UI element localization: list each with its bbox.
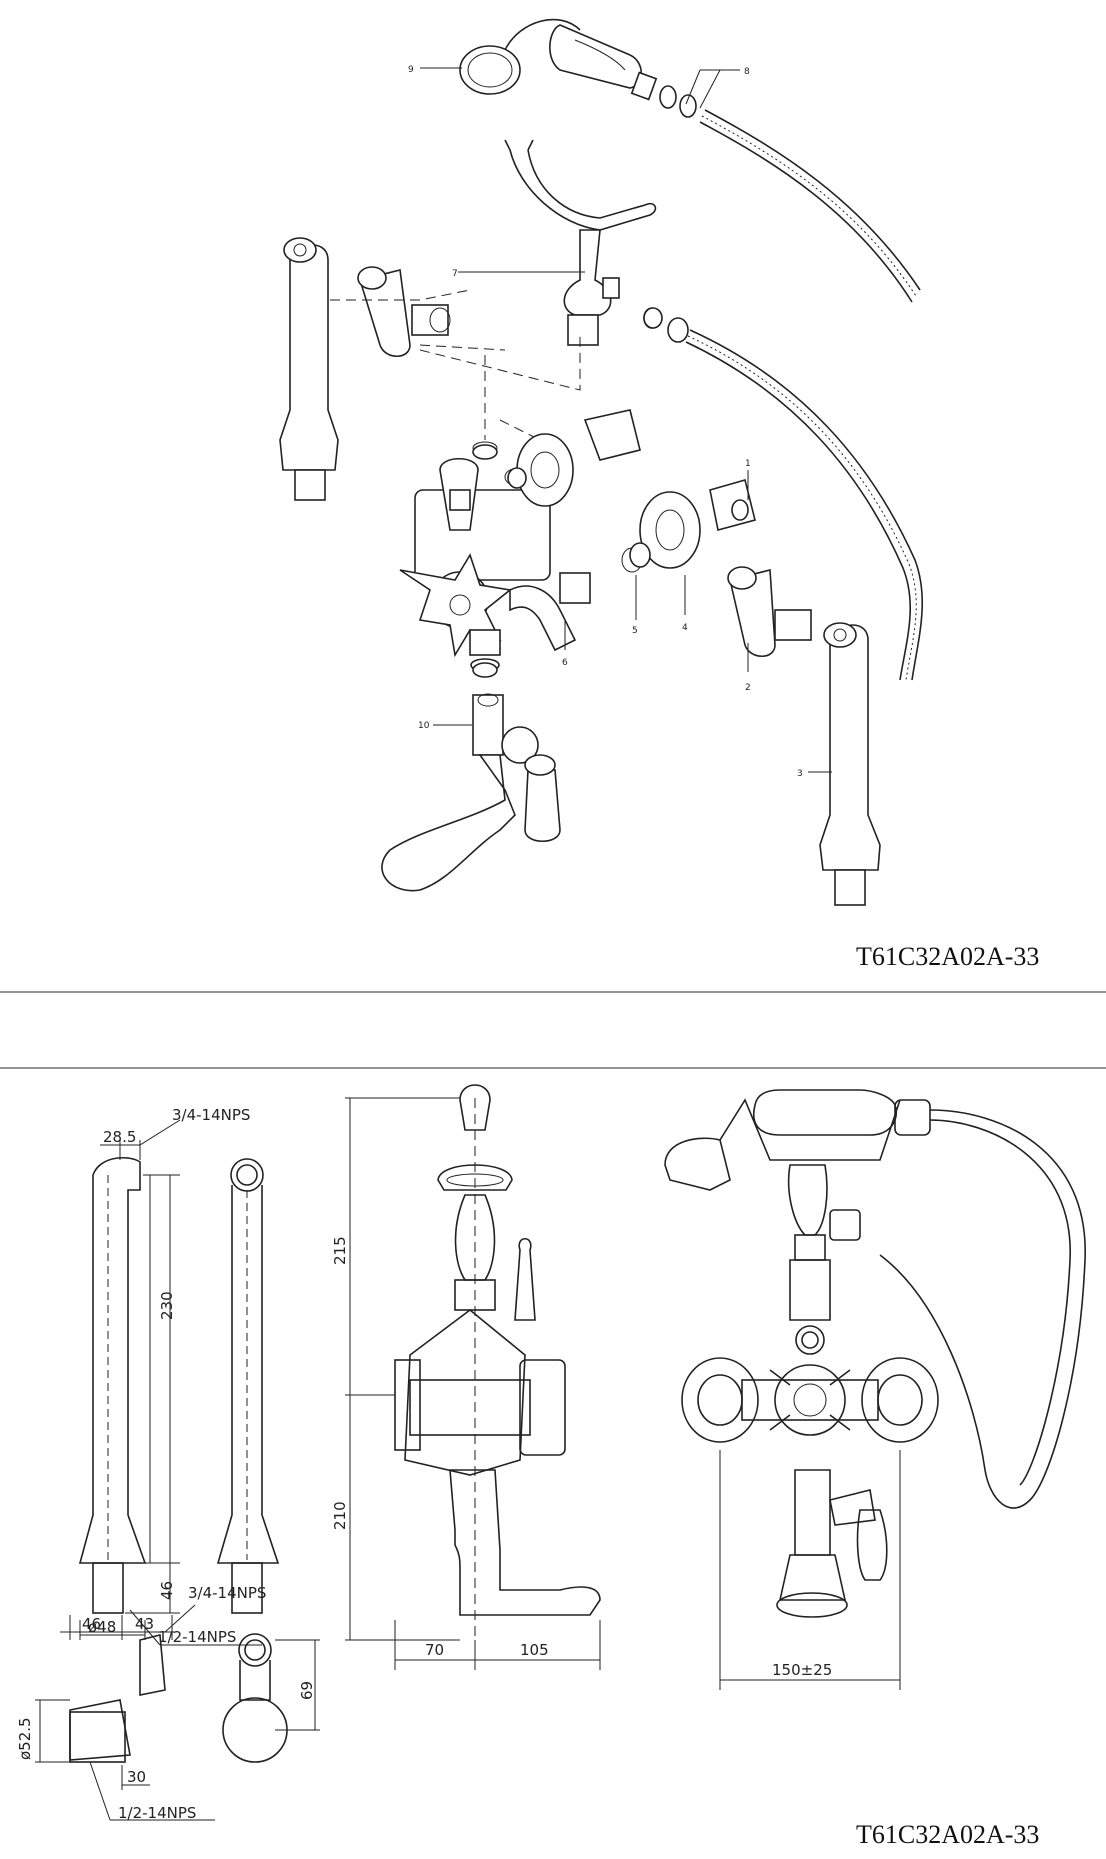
dim-210: 210 xyxy=(331,1501,349,1530)
callout-8: 8 xyxy=(744,67,750,77)
dim-28-5: 28.5 xyxy=(103,1128,136,1146)
dim-thread-top: 3/4-14NPS xyxy=(172,1106,250,1124)
callout-5: 5 xyxy=(632,626,638,636)
callout-1: 1 xyxy=(745,459,751,469)
dim-70: 70 xyxy=(425,1641,444,1659)
right-riser xyxy=(819,622,881,906)
hose-upper xyxy=(699,109,921,303)
dim-46: 46 xyxy=(158,1581,176,1600)
callout-10: 10 xyxy=(418,721,430,731)
left-riser xyxy=(279,237,339,501)
dim-elbow-30: 30 xyxy=(127,1768,146,1786)
left-elbow xyxy=(357,266,451,358)
dim-230: 230 xyxy=(158,1291,176,1320)
callout-6: 6 xyxy=(562,658,568,668)
callout-4: 4 xyxy=(682,623,688,633)
right-escutcheon xyxy=(516,409,756,573)
washers xyxy=(472,307,663,678)
valve-body xyxy=(399,441,591,672)
dim-elbow-43: 43 xyxy=(135,1615,154,1633)
riser-side-view xyxy=(78,1119,262,1646)
faucet-side-elevation xyxy=(345,1084,601,1670)
right-elbow xyxy=(727,566,812,658)
dim-dia-48: ø48 xyxy=(88,1618,116,1636)
leader-lines xyxy=(420,67,832,773)
dim-elbow-thread-top: 3/4-14NPS xyxy=(188,1584,266,1602)
spout xyxy=(381,693,561,892)
elbow-front-view xyxy=(222,1633,320,1763)
drawing-code-top: T61C32A02A-33 xyxy=(856,942,1040,971)
dim-215: 215 xyxy=(331,1236,349,1265)
dim-elbow-dia: ø52.5 xyxy=(16,1717,34,1760)
cradle xyxy=(504,139,657,346)
callout-2: 2 xyxy=(745,683,751,693)
elbow-side-view xyxy=(35,1604,215,1821)
callout-labels: 9 8 7 1 2 3 4 5 6 10 xyxy=(408,65,803,779)
dim-150: 150±25 xyxy=(772,1661,832,1679)
callout-7: 7 xyxy=(452,269,458,279)
callout-3: 3 xyxy=(797,769,803,779)
hand-shower xyxy=(459,18,697,118)
dim-thread-bottom: 1/2-14NPS xyxy=(158,1628,236,1646)
faucet-front-elevation xyxy=(664,1089,1086,1690)
callout-9: 9 xyxy=(408,65,414,75)
drawing-code-bottom: T61C32A02A-33 xyxy=(856,1820,1040,1849)
exploded-view-diagram: 9 8 7 1 2 3 4 5 6 10 xyxy=(0,18,1106,993)
riser-front-view xyxy=(216,1158,280,1614)
dimension-labels: 28.5 3/4-14NPS 230 46 ø48 1/2-14NPS 46 4… xyxy=(16,1106,832,1822)
dim-elbow-46: 46 xyxy=(82,1615,101,1633)
dim-105: 105 xyxy=(520,1641,549,1659)
dim-69: 69 xyxy=(298,1681,316,1700)
dim-elbow-thread-bottom: 1/2-14NPS xyxy=(118,1804,196,1822)
